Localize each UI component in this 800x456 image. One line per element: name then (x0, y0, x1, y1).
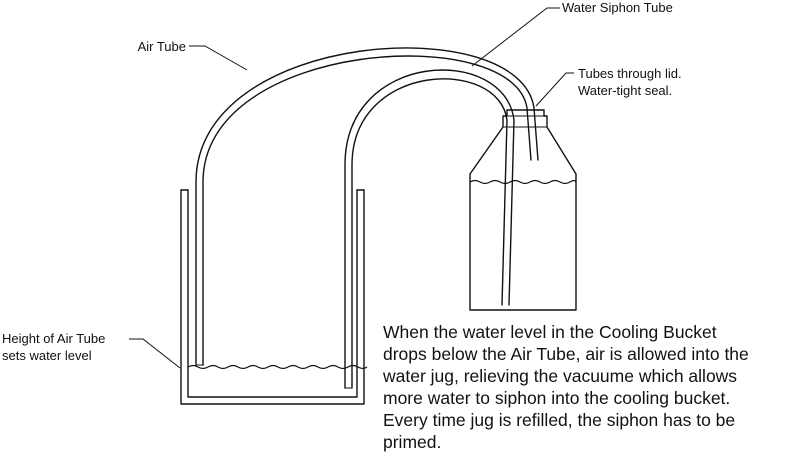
description-line: drops below the Air Tube, air is allowed… (383, 344, 749, 364)
air-tube (195, 47, 539, 366)
leader-lines (129, 7, 574, 369)
bucket-water-level (187, 364, 368, 370)
water-jug (469, 109, 577, 311)
description-line: primed. (383, 432, 441, 452)
sets-water-level-label: sets water level (2, 348, 92, 363)
description-line: water jug, relieving the vacuume which a… (382, 366, 737, 386)
water-siphon-tube-label: Water Siphon Tube (562, 0, 673, 15)
lid-leader (535, 72, 574, 107)
height-leader (129, 338, 181, 369)
cooling-bucket (180, 189, 365, 405)
water-siphon-tube (344, 69, 515, 389)
tubes-through-lid-label: Tubes through lid. (578, 66, 682, 81)
description-line: more water to siphon into the cooling bu… (383, 388, 730, 408)
description-line: Every time jug is refilled, the siphon h… (383, 410, 735, 430)
air-tube-label: Air Tube (138, 39, 186, 54)
description-line: When the water level in the Cooling Buck… (383, 322, 717, 342)
jug-water-level (469, 179, 577, 185)
air-tube-leader (189, 45, 248, 71)
siphon-tube-leader (471, 7, 560, 67)
height-of-air-tube-label: Height of Air Tube (2, 331, 105, 346)
water-tight-seal-label: Water-tight seal. (578, 83, 672, 98)
description-text: When the water level in the Cooling Buck… (382, 322, 749, 452)
